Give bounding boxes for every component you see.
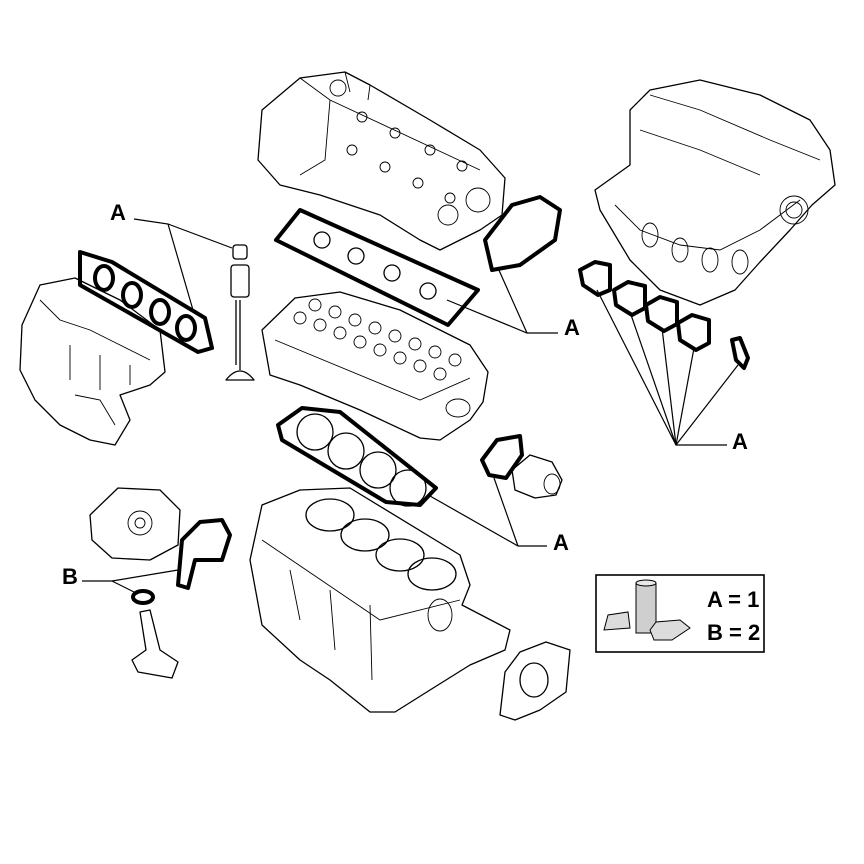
leader-lines bbox=[82, 218, 739, 595]
oil-seal-ring bbox=[131, 589, 155, 605]
oil-pickup bbox=[131, 609, 179, 679]
exhaust-manifold bbox=[19, 277, 166, 446]
cylinder-head-gasket bbox=[276, 406, 438, 507]
front-cover-gasket bbox=[176, 518, 232, 590]
cylinder-head bbox=[261, 291, 489, 441]
callout-a-intake: A bbox=[732, 429, 748, 454]
camshaft-carrier bbox=[257, 71, 506, 251]
oil-pump bbox=[89, 487, 181, 561]
exhaust-manifold-gasket bbox=[78, 250, 214, 354]
legend-b-quantity: B = 2 bbox=[707, 620, 760, 645]
legend-box: A = 1 B = 2 bbox=[595, 574, 765, 653]
rear-crankshaft-seal bbox=[499, 641, 571, 721]
timing-cover-gasket bbox=[483, 195, 562, 272]
thermostat-gasket bbox=[480, 434, 524, 480]
callout-a-head-gasket: A bbox=[553, 530, 569, 555]
callout-a-head-cover: A bbox=[564, 315, 580, 340]
thermostat-housing bbox=[511, 454, 563, 499]
callout-a-manifold: A bbox=[110, 200, 126, 225]
intake-manifold bbox=[594, 79, 836, 306]
sealant-tube-and-can-icon bbox=[603, 579, 691, 641]
cam-cover-gasket bbox=[274, 208, 480, 327]
legend-a-quantity: A = 1 bbox=[707, 587, 759, 612]
callout-b-seal: B bbox=[62, 564, 78, 589]
engine-block bbox=[249, 487, 511, 713]
intake-port-gaskets bbox=[578, 260, 750, 370]
valve-with-stem-seal bbox=[225, 244, 255, 381]
